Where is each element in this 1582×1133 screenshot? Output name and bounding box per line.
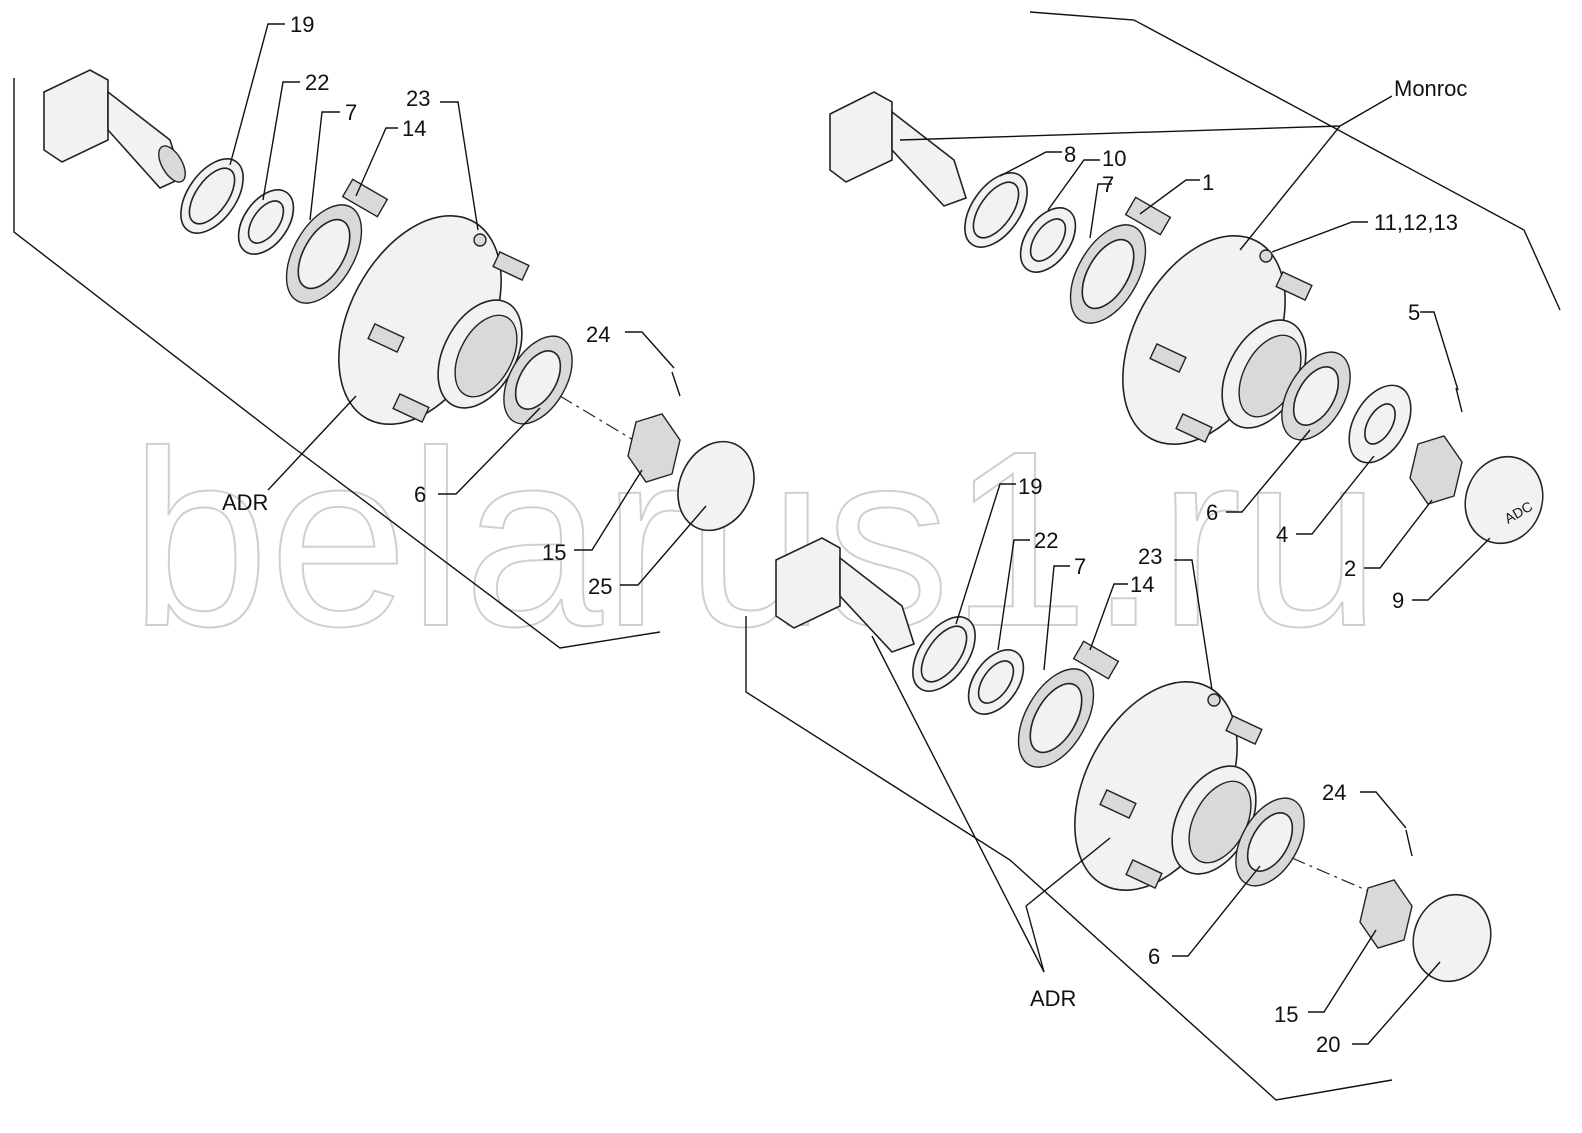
label-15: 15	[542, 540, 566, 565]
label-11-12-13: 11,12,13	[1374, 210, 1458, 235]
group-bracket-right	[1029, 11, 1561, 311]
label-19: 19	[290, 12, 314, 37]
label-7-right: 7	[1102, 172, 1114, 197]
label-9: 9	[1392, 588, 1404, 613]
label-15-bottom: 15	[1274, 1002, 1298, 1027]
stud-left-14	[341, 178, 389, 218]
label-monroc: Monroc	[1394, 76, 1467, 101]
assembly-top-right: ADC Monroc 8 10 7 1 11,12,13 5 6 4 2 9	[829, 11, 1561, 613]
label-2: 2	[1344, 556, 1356, 581]
nut-left-15	[627, 413, 681, 483]
group-bracket-bottom	[745, 616, 1393, 1101]
nut-bottom-15	[1359, 879, 1413, 949]
label-25: 25	[588, 574, 612, 599]
label-7: 7	[345, 100, 357, 125]
grease-nipple-right	[1259, 249, 1273, 263]
label-14-bottom: 14	[1130, 572, 1154, 597]
grease-nipple-left-23	[473, 233, 487, 247]
assembly-bottom: 19 22 7 14 23 24 6 15 20 ADR	[745, 474, 1492, 1101]
label-6-right: 6	[1206, 500, 1218, 525]
label-7-bottom: 7	[1074, 554, 1086, 579]
hub-left	[338, 214, 530, 426]
label-22-bottom: 22	[1034, 528, 1058, 553]
stud-bottom-14	[1072, 640, 1120, 680]
label-10: 10	[1102, 146, 1126, 171]
cotter-pin-right-5	[1455, 387, 1463, 413]
grease-nipple-bottom-23	[1207, 693, 1221, 707]
stud-right-1	[1124, 196, 1172, 236]
spindle-bottom	[775, 537, 915, 653]
label-14: 14	[402, 116, 426, 141]
assembly-top-left: 19 22 7 14 23 24 6 15 25 ADR	[13, 12, 755, 649]
label-24-bottom: 24	[1322, 780, 1346, 805]
spindle-left	[43, 69, 186, 189]
label-24: 24	[586, 322, 610, 347]
label-1: 1	[1202, 170, 1214, 195]
cap-right-9	[1464, 455, 1544, 545]
label-23-bottom: 23	[1138, 544, 1162, 569]
label-4: 4	[1276, 522, 1288, 547]
nut-right-2	[1409, 435, 1463, 505]
label-22: 22	[305, 70, 329, 95]
spindle-right	[829, 91, 967, 207]
label-6-bottom: 6	[1148, 944, 1160, 969]
label-5: 5	[1408, 300, 1420, 325]
label-6: 6	[414, 482, 426, 507]
label-adr-bottom: ADR	[1030, 986, 1076, 1011]
label-20: 20	[1316, 1032, 1340, 1057]
label-23: 23	[406, 86, 430, 111]
cap-left-25	[677, 440, 755, 532]
cap-bottom-20	[1412, 893, 1492, 983]
hub-right	[1122, 234, 1313, 446]
group-bracket-left	[13, 78, 661, 649]
label-19-bottom: 19	[1018, 474, 1042, 499]
label-adr-top: ADR	[222, 490, 268, 515]
cotter-pin-bottom-24	[1405, 829, 1413, 857]
label-8: 8	[1064, 142, 1076, 167]
cotter-pin-left-24	[671, 371, 681, 397]
hub-bottom	[1074, 680, 1263, 892]
